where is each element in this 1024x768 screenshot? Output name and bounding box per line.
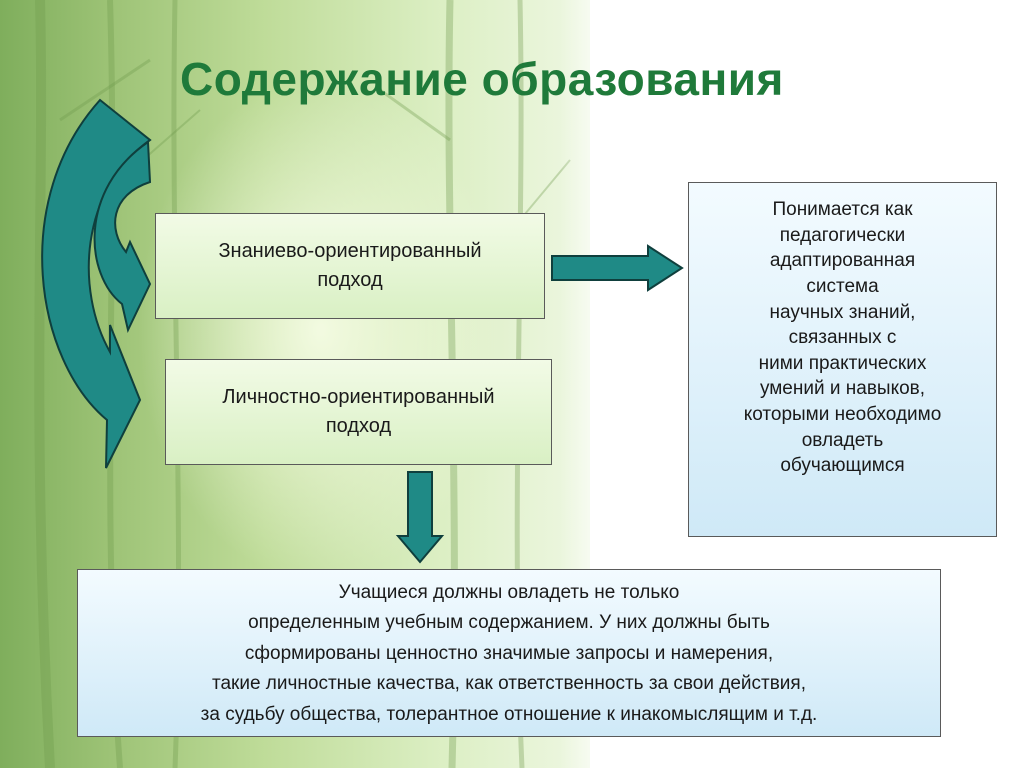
personal-approach-text: Личностно-ориентированный подход bbox=[222, 386, 495, 437]
arrow-down-icon bbox=[395, 471, 445, 564]
knowledge-approach-box: Знаниево-ориентированный подход bbox=[155, 213, 545, 319]
students-text: Учащиеся должны овладеть не только опред… bbox=[200, 582, 818, 725]
definition-text: Понимается как педагогически адаптирован… bbox=[743, 199, 942, 477]
arrow-right-icon bbox=[551, 244, 684, 292]
curved-arrow-to-knowledge-icon bbox=[93, 140, 152, 334]
slide-title: Содержание образования bbox=[180, 53, 784, 105]
personal-approach-box: Личностно-ориентированный подход bbox=[165, 359, 552, 465]
knowledge-approach-text: Знаниево-ориентированный подход bbox=[218, 240, 482, 291]
definition-box: Понимается как педагогически адаптирован… bbox=[688, 182, 997, 537]
students-box: Учащиеся должны овладеть не только опред… bbox=[77, 569, 941, 737]
